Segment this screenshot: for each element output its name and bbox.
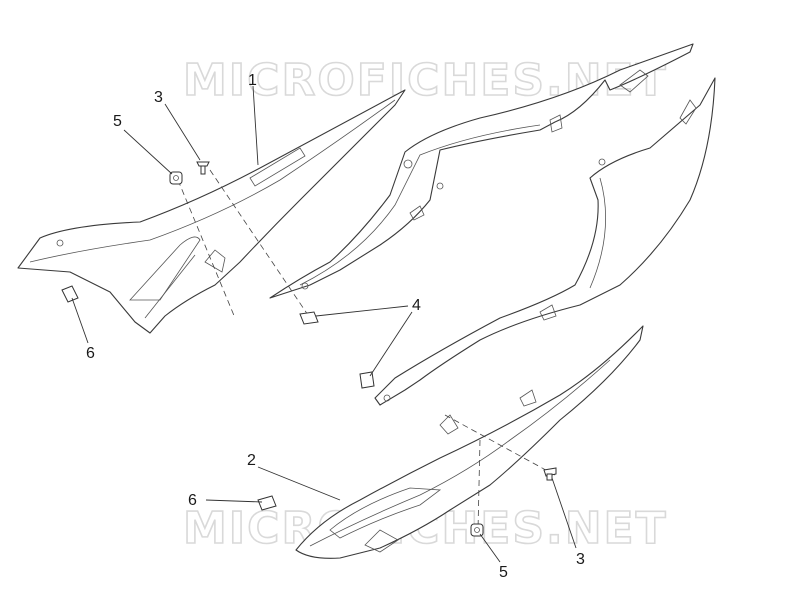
screw-3-bottom	[543, 467, 557, 481]
leader-6-left	[71, 297, 89, 344]
screw-3-top	[196, 161, 210, 175]
leader-3-top	[164, 103, 201, 161]
tail-frame	[269, 43, 694, 299]
leader-4-a	[315, 305, 409, 317]
watermark-top: MICROFICHES.NET	[183, 55, 668, 106]
callout-4: 4	[412, 297, 421, 314]
right-side-fairing	[374, 77, 716, 406]
clip-4-lower	[359, 371, 375, 389]
rivet-6-bottom	[257, 495, 277, 511]
callout-6-left: 6	[86, 345, 95, 362]
leader-4-b	[369, 311, 413, 377]
nut-5-bottom	[470, 523, 484, 537]
callout-3-bottom: 3	[576, 551, 585, 568]
nut-5-top	[169, 171, 183, 185]
assembly-line-lower	[444, 414, 556, 476]
callout-6-bottom: 6	[188, 492, 197, 509]
callout-1: 1	[248, 72, 257, 89]
leader-1	[252, 85, 259, 166]
part-2-lower-side-fairing	[295, 325, 644, 559]
clip-4-top	[299, 311, 319, 325]
leader-2	[257, 466, 341, 501]
leader-5-bottom	[479, 533, 501, 563]
assembly-line-lower-2	[477, 439, 481, 531]
callout-2: 2	[247, 452, 256, 469]
leader-5-top	[123, 129, 173, 175]
rivet-6-left	[61, 285, 79, 303]
callout-5-bottom: 5	[499, 564, 508, 581]
leader-6-bottom	[205, 499, 263, 503]
leader-3-bottom	[551, 477, 577, 549]
callout-3-top: 3	[154, 89, 163, 106]
callout-5-top: 5	[113, 113, 122, 130]
assembly-line-top	[177, 179, 236, 319]
part-1-left-side-fairing	[17, 89, 406, 334]
